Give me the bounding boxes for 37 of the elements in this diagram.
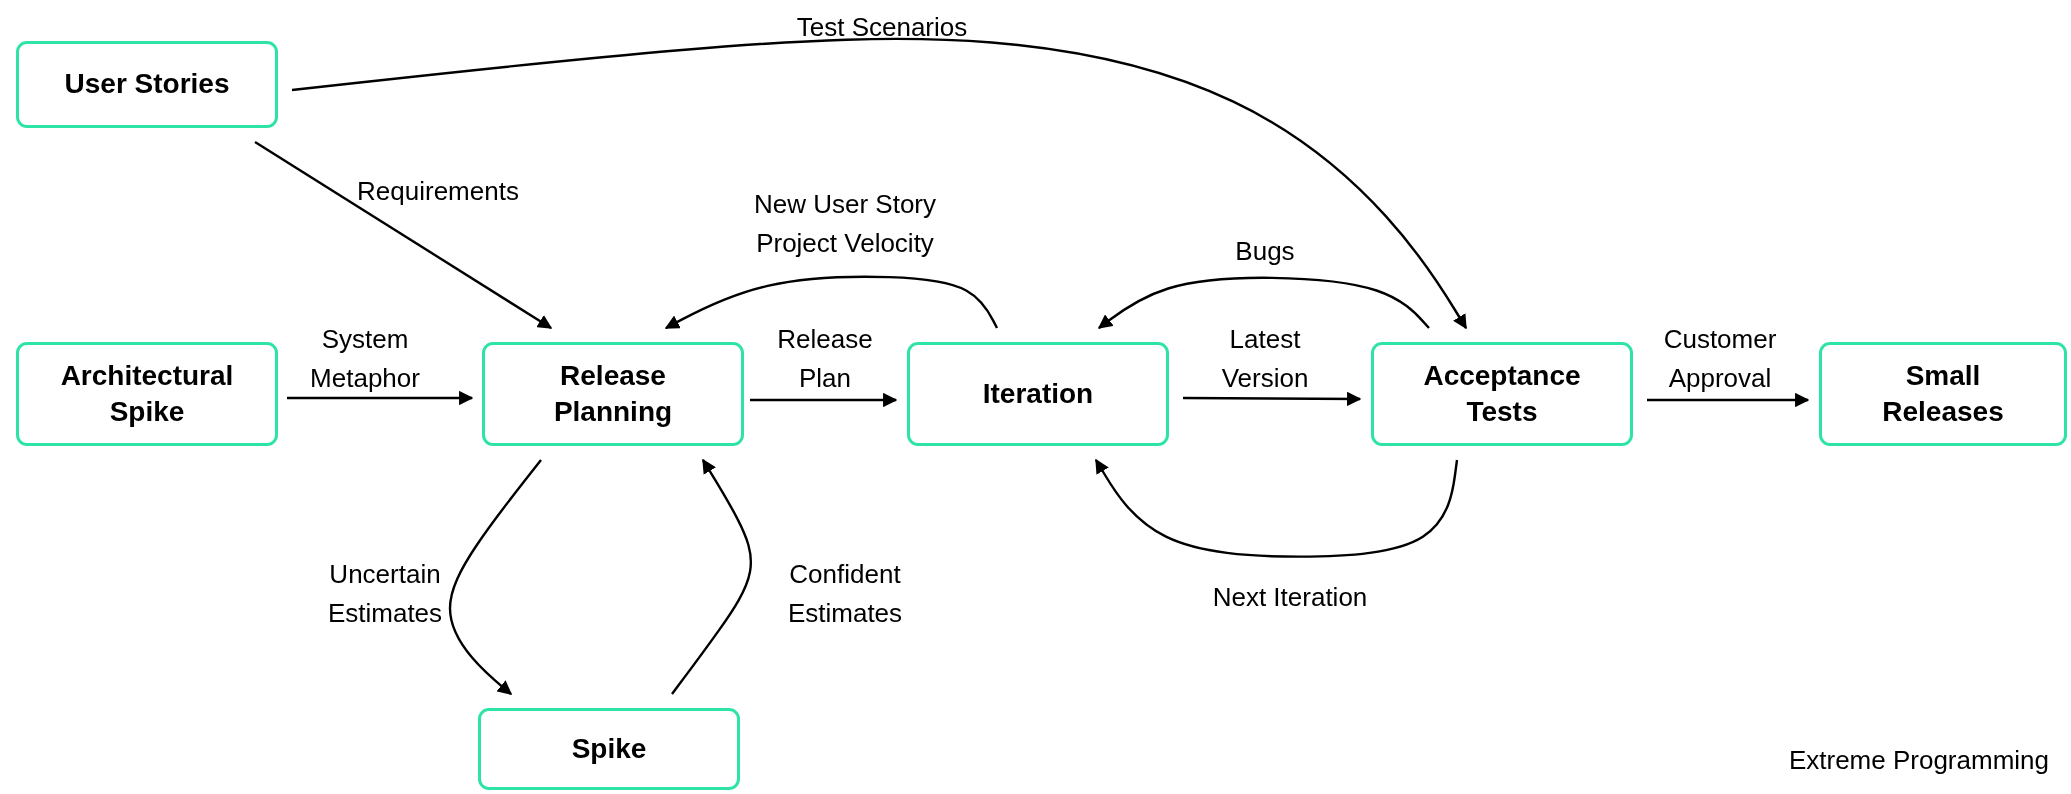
arrow — [671, 458, 753, 695]
edge-label: Customer Approval — [1662, 323, 1778, 395]
edge-label: Next Iteration — [1211, 581, 1369, 614]
arrow — [1094, 458, 1459, 558]
node-label: Spike — [571, 731, 647, 766]
edge-label: System Metaphor — [309, 323, 421, 395]
edge-label: Requirements — [356, 175, 520, 208]
process-box — [16, 41, 278, 128]
process-box — [478, 708, 740, 790]
node-label: Iteration — [982, 376, 1094, 411]
process-box — [907, 342, 1169, 446]
arrow — [1097, 276, 1430, 329]
edge-label: Uncertain Estimates — [326, 558, 444, 630]
arrow — [1647, 392, 1810, 408]
arrow — [291, 37, 1468, 330]
arrow — [254, 141, 553, 329]
process-box — [482, 342, 744, 446]
arrow — [448, 459, 542, 695]
arrow — [750, 392, 898, 408]
node-label: Release Planning — [552, 358, 674, 429]
edge-label: Confident Estimates — [786, 558, 904, 630]
node-label: Architectural Spike — [59, 358, 235, 429]
node-label: Small Releases — [1881, 358, 2005, 429]
arrow — [1183, 391, 1362, 407]
arrow — [287, 390, 474, 406]
edge-label: Latest Version — [1220, 323, 1310, 395]
edge-label: New User Story Project Velocity — [752, 188, 937, 260]
node-label: User Stories — [64, 67, 230, 102]
edge-label: Release Plan — [776, 323, 874, 395]
arrow — [664, 275, 999, 330]
edge-label: Bugs — [1234, 235, 1296, 268]
edge-label: Test Scenarios — [795, 11, 969, 44]
process-box — [1819, 342, 2067, 446]
node-label: Acceptance Tests — [1422, 358, 1582, 429]
caption: Extreme Programming — [1788, 745, 2049, 776]
process-box — [16, 342, 278, 446]
process-box — [1371, 342, 1633, 446]
